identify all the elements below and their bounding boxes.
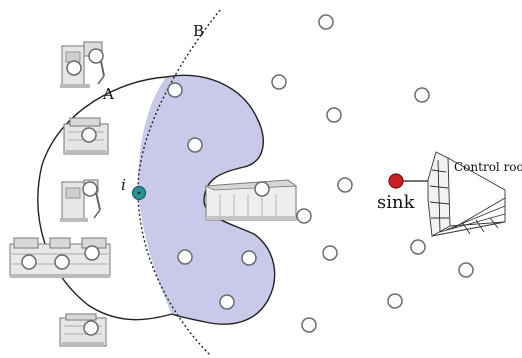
sensor-node bbox=[410, 239, 426, 255]
sensor-node bbox=[271, 74, 287, 90]
label-region-b: B bbox=[193, 22, 204, 40]
sensor-node bbox=[326, 107, 342, 123]
sensor-node bbox=[241, 250, 257, 266]
sensor-node bbox=[84, 245, 100, 261]
sensor-node bbox=[414, 87, 430, 103]
sensor-node bbox=[54, 254, 70, 270]
sensor-node bbox=[318, 14, 334, 30]
industrial-machine-icon bbox=[59, 313, 107, 347]
sensor-node bbox=[337, 177, 353, 193]
label-control-room: Control roor bbox=[454, 160, 522, 174]
boundary-a bbox=[37, 76, 173, 321]
sensor-node bbox=[301, 317, 317, 333]
sensor-node bbox=[458, 262, 474, 278]
label-region-a: A bbox=[102, 85, 114, 103]
sensor-node bbox=[322, 245, 338, 261]
sensor-node bbox=[21, 254, 37, 270]
sensor-node bbox=[83, 320, 99, 336]
shaded-region bbox=[138, 75, 275, 325]
sensor-node bbox=[177, 249, 193, 265]
label-sink: sink bbox=[377, 192, 416, 213]
sink-node bbox=[388, 173, 404, 189]
factory-building-icon bbox=[204, 179, 298, 221]
sensor-node bbox=[296, 208, 312, 224]
sensor-node bbox=[387, 293, 403, 309]
sensor-node bbox=[254, 181, 270, 197]
sensor-node bbox=[82, 181, 98, 197]
sensor-node bbox=[81, 127, 97, 143]
sensor-node bbox=[219, 294, 235, 310]
label-node-i: i bbox=[121, 176, 126, 194]
node-i-center bbox=[137, 191, 141, 195]
sensor-node bbox=[187, 137, 203, 153]
sensor-node bbox=[66, 60, 82, 76]
control-room-icon bbox=[427, 151, 506, 237]
sensor-node bbox=[167, 82, 183, 98]
sensor-node bbox=[88, 48, 104, 64]
